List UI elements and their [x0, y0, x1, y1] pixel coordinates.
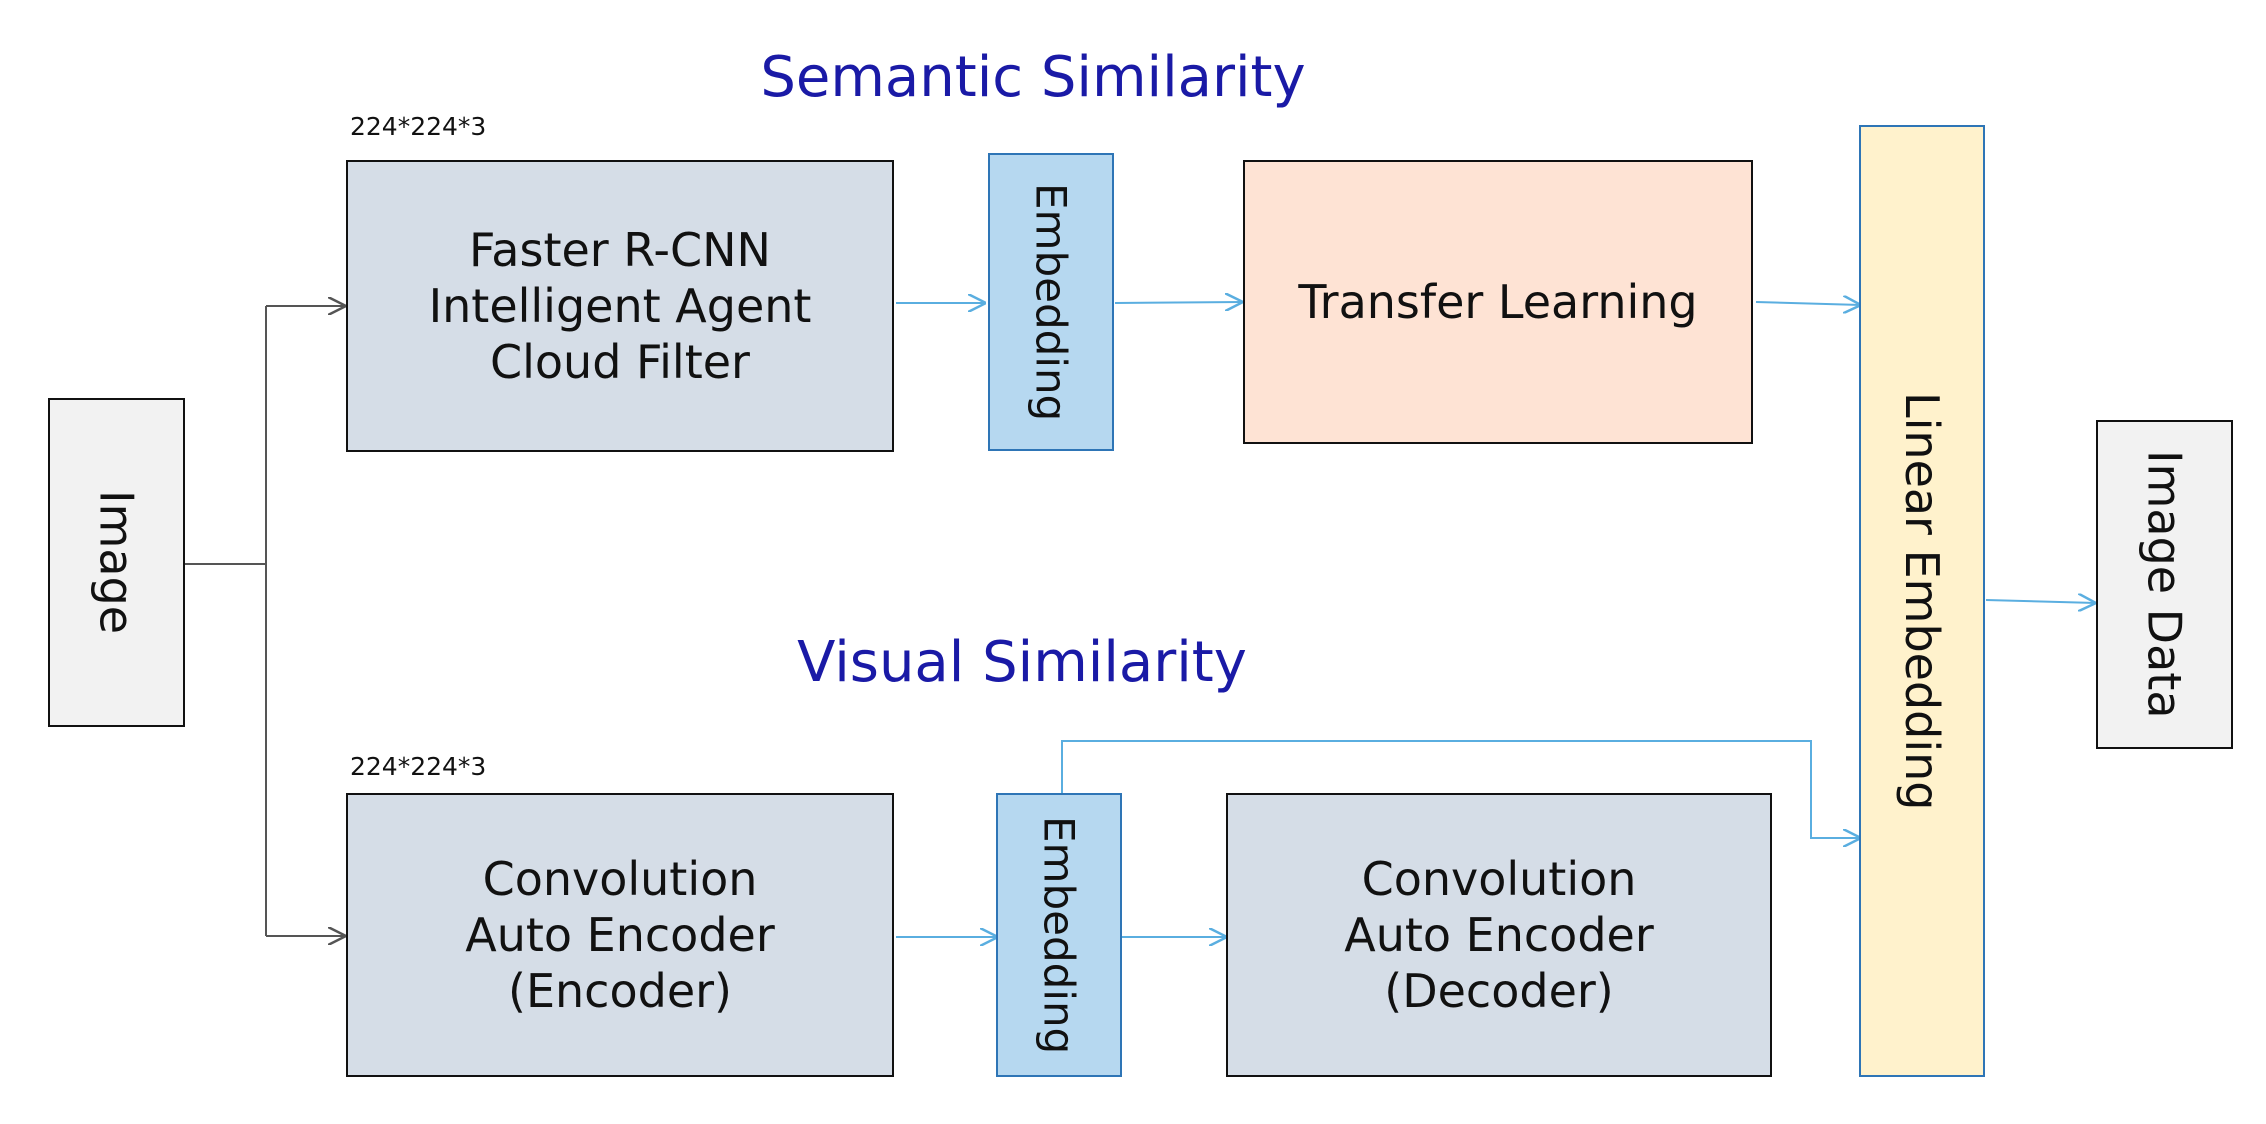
embedding-bottom-box: Embedding [996, 793, 1122, 1077]
input-size-label-bottom: 224*224*3 [350, 752, 487, 781]
encoder-box: Convolution Auto Encoder (Encoder) [346, 793, 894, 1077]
faster-rcnn-label: Faster R-CNN Intelligent Agent Cloud Fil… [428, 222, 812, 390]
image-data-label: Image Data [2137, 450, 2192, 719]
linear-embedding-label: Linear Embedding [1895, 391, 1950, 811]
arrow-embedding-to-transfer [1114, 302, 1243, 303]
encoder-label: Convolution Auto Encoder (Encoder) [465, 851, 775, 1019]
linear-embedding-box: Linear Embedding [1859, 125, 1985, 1077]
image-input-label: Image [89, 490, 144, 635]
transfer-learning-box: Transfer Learning [1243, 160, 1753, 444]
decoder-label: Convolution Auto Encoder (Decoder) [1344, 851, 1654, 1019]
arrow-linear-to-image-data [1985, 600, 2096, 603]
embedding-top-label: Embedding [1026, 182, 1076, 422]
faster-rcnn-box: Faster R-CNN Intelligent Agent Cloud Fil… [346, 160, 894, 452]
image-data-box: Image Data [2096, 420, 2233, 749]
embedding-bottom-label: Embedding [1034, 815, 1084, 1055]
decoder-box: Convolution Auto Encoder (Decoder) [1226, 793, 1772, 1077]
arrow-embedding-to-linear [1061, 740, 1861, 838]
embedding-top-box: Embedding [988, 153, 1114, 451]
transfer-learning-label: Transfer Learning [1298, 274, 1698, 329]
image-input-box: Image [48, 398, 185, 727]
arrow-transfer-to-linear [1755, 302, 1861, 305]
input-size-label-top: 224*224*3 [350, 112, 487, 141]
visual-similarity-title: Visual Similarity [797, 630, 1247, 695]
semantic-similarity-title: Semantic Similarity [760, 45, 1306, 110]
